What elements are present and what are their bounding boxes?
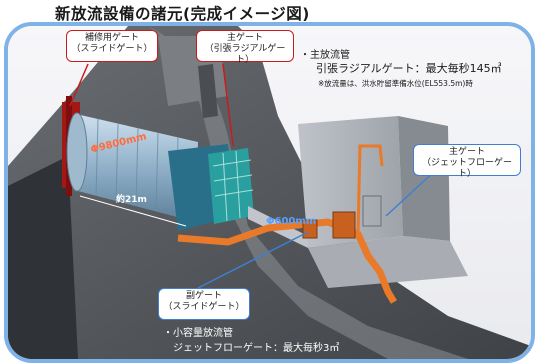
dam-left-face (8, 156, 78, 359)
pipe-inlet (66, 112, 88, 192)
length-dimension-line (79, 195, 187, 227)
callout-main-gate-jetflow-line1: 主ゲート (448, 147, 485, 157)
main-outlet-pipe (74, 114, 198, 222)
dam-concrete (8, 26, 531, 359)
radial-gate (208, 148, 254, 224)
callout-maintenance-gate-line2: （スライドゲート） (71, 44, 153, 54)
length-label: 約21m (116, 195, 147, 205)
small-outlet-heading: ・小容量放流管 (163, 328, 233, 339)
red-leader-lines (69, 63, 234, 147)
radial-gate-grid (212, 150, 254, 222)
callout-maintenance-gate: 補修用ゲート （スライドゲート） (66, 30, 158, 62)
callout-main-gate-radial-line1: 主ゲート (226, 33, 263, 43)
gate-room-floor (308, 236, 468, 288)
main-outlet-heading: ・主放流管 (300, 50, 350, 61)
callout-main-gate-jetflow: 主ゲート （ジェットフローゲート） (413, 144, 521, 179)
callout-sub-gate-line1: 副ゲート (185, 291, 222, 301)
blue-leader-lines (197, 167, 439, 289)
callout-main-gate-jetflow-line2: （ジェットフローゲート） (421, 158, 512, 179)
callout-sub-gate-line2: （スライドゲート） (163, 302, 245, 312)
callout-maintenance-gate-line1: 補修用ゲート (84, 33, 139, 43)
main-outlet-detail: 引張ラジアルゲート：最大毎秒145㎥ (316, 62, 502, 75)
callout-sub-gate: 副ゲート （スライドゲート） (158, 288, 250, 320)
small-pipe-diameter-label: Φ600mm (266, 216, 317, 227)
valve-frame (362, 195, 382, 227)
diagram-title: 新放流設備の諸元(完成イメージ図) (55, 5, 310, 23)
jetflow-gate-body (332, 211, 356, 239)
small-outlet-riser (356, 144, 384, 235)
main-outlet-note: ※放流量は、洪水貯留準備水位(EL553.5m)時 (318, 79, 473, 88)
gate-room-wall (298, 116, 403, 248)
callout-main-gate-radial: 主ゲート （引張ラジアルゲート） (196, 30, 294, 65)
facility-illustration (8, 26, 531, 359)
callout-main-gate-radial-line2: （引張ラジアルゲート） (204, 44, 286, 65)
gate-house-shaft (198, 64, 218, 118)
small-outlet-detail: ジェットフローゲート：最大毎秒3㎥ (173, 343, 340, 354)
diagram-frame: 補修用ゲート （スライドゲート） 主ゲート （引張ラジアルゲート） 主ゲート （… (4, 22, 535, 363)
